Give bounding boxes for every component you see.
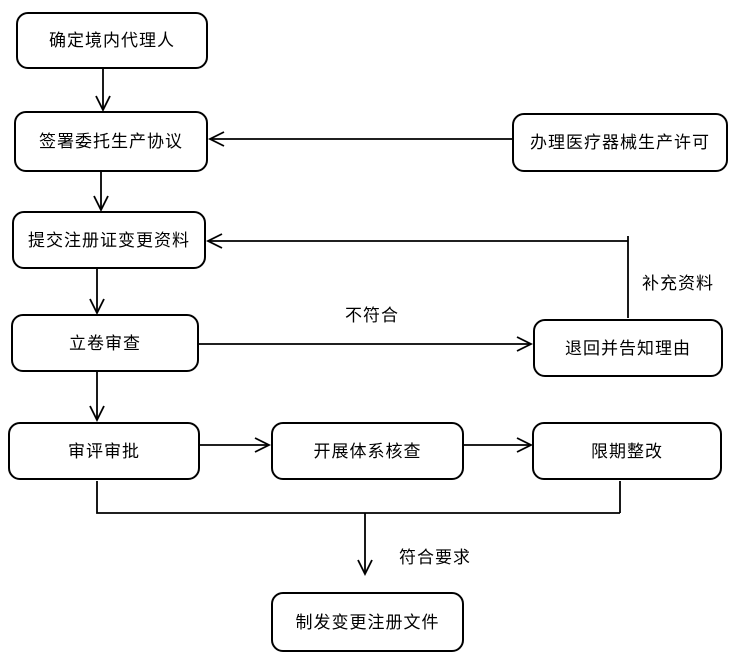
node-obtain-production-license: 办理医疗器械生产许可	[512, 113, 728, 172]
node-issue-change-registration-documents: 制发变更注册文件	[271, 592, 464, 652]
node-return-with-reasons: 退回并告知理由	[533, 319, 723, 377]
node-label: 办理医疗器械生产许可	[530, 133, 710, 152]
arrowhead-right-1	[516, 336, 534, 352]
node-system-inspection: 开展体系核查	[271, 422, 464, 480]
arrowhead-left-1	[207, 131, 225, 147]
node-submit-registration-change-materials: 提交注册证变更资料	[12, 211, 206, 269]
node-filing-review: 立卷审查	[11, 314, 199, 372]
label-not-compliant: 不符合	[345, 306, 399, 325]
node-label: 制发变更注册文件	[295, 612, 440, 632]
arrowhead-down-2	[93, 195, 109, 213]
node-label: 开展体系核查	[313, 441, 422, 461]
line-merge-horizontal	[96, 481, 620, 514]
node-label: 签署委托生产协议	[39, 132, 183, 151]
node-label: 提交注册证变更资料	[28, 230, 190, 250]
node-rectification-deadline: 限期整改	[532, 422, 722, 480]
arrowhead-down-3	[89, 298, 105, 316]
node-label: 立卷审查	[69, 333, 141, 353]
node-label: 限期整改	[591, 441, 663, 461]
arrowhead-right-3	[516, 437, 534, 453]
node-label: 确定境内代理人	[49, 31, 175, 50]
node-review-approval: 审评审批	[8, 422, 200, 480]
node-label: 退回并告知理由	[565, 338, 691, 358]
node-determine-domestic-agent: 确定境内代理人	[16, 12, 208, 69]
arrowhead-right-2	[254, 437, 272, 453]
arrowhead-down-5	[357, 559, 373, 577]
arrowhead-left-2	[205, 233, 223, 249]
label-meets-requirements: 符合要求	[399, 548, 471, 567]
node-sign-entrusted-production-agreement: 签署委托生产协议	[14, 111, 208, 172]
arrowhead-down-4	[89, 405, 105, 423]
node-label: 审评审批	[68, 441, 140, 461]
arrowhead-down-1	[95, 95, 111, 113]
label-supplementary-materials: 补充资料	[642, 274, 714, 293]
